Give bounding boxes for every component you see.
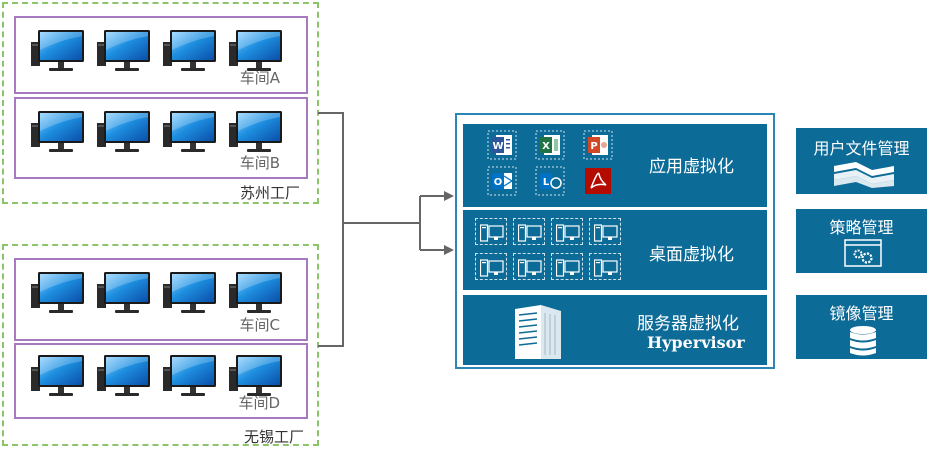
workshop-label: 车间C	[239, 316, 280, 334]
hypervisor-label: Hypervisor	[647, 333, 745, 352]
virtual-desktop-icon	[513, 218, 545, 245]
factory-label: 无锡工厂	[244, 428, 305, 446]
connector-top	[318, 112, 344, 347]
factory-suzhou: 车间A 车间B 苏州工厂	[2, 2, 319, 204]
virtual-desktop-icon	[551, 253, 583, 280]
svg-text:W: W	[492, 141, 503, 152]
pc-icon	[96, 353, 152, 399]
virtual-desktop-icon	[475, 218, 507, 245]
workshop-d: 车间D	[14, 343, 308, 419]
outlook-icon: O	[487, 166, 517, 196]
virtual-desktop-icon	[475, 253, 507, 280]
server-virtualization-title: 服务器虚拟化	[637, 314, 739, 334]
pc-icon	[162, 353, 218, 399]
svg-text:O: O	[494, 177, 503, 188]
mgmt-title: 用户文件管理	[813, 139, 910, 158]
factory-wuxi: 车间C 车间D 无锡工厂	[2, 244, 319, 446]
app-virtualization-layer: W X P O L 应用	[463, 124, 767, 207]
pc-icon	[30, 28, 86, 74]
lync-icon: L	[535, 166, 565, 196]
pc-icon	[96, 109, 152, 155]
mgmt-title: 策略管理	[829, 218, 894, 237]
virtualization-panel: W X P O L 应用	[455, 113, 775, 369]
word-icon: W	[487, 130, 517, 160]
pc-icon	[162, 270, 218, 316]
image-management-box: 镜像管理	[796, 295, 927, 359]
workshop-b: 车间B	[14, 97, 308, 179]
pc-icon	[228, 270, 284, 316]
policy-management-box: 策略管理	[796, 209, 927, 273]
virtual-desktop-icon	[589, 253, 621, 280]
workshop-label: 车间B	[239, 154, 280, 172]
pc-icon	[162, 109, 218, 155]
pc-icon	[30, 270, 86, 316]
mgmt-title: 镜像管理	[829, 304, 894, 323]
workshop-a: 车间A	[14, 16, 308, 94]
svg-text:X: X	[542, 141, 550, 152]
workshop-label: 车间D	[238, 394, 280, 412]
server-virtualization-layer: 服务器虚拟化 Hypervisor	[463, 295, 767, 365]
arrow-head	[444, 245, 454, 255]
pc-icon	[30, 353, 86, 399]
pc-icon	[96, 28, 152, 74]
arrow-head	[444, 191, 454, 201]
acrobat-icon	[585, 168, 611, 194]
workshop-label: 车间A	[239, 69, 280, 87]
database-icon	[850, 326, 876, 356]
virtual-desktop-icon	[513, 253, 545, 280]
svg-text:P: P	[590, 141, 597, 152]
policy-settings-icon	[844, 239, 882, 267]
user-file-management-box: 用户文件管理	[796, 128, 927, 194]
workshop-c: 车间C	[14, 258, 308, 341]
desktop-virtualization-title: 桌面虚拟化	[649, 245, 734, 265]
powerpoint-icon: P	[583, 130, 613, 160]
excel-icon: X	[535, 130, 565, 160]
pc-icon	[30, 109, 86, 155]
server-icon	[515, 305, 561, 359]
factory-label: 苏州工厂	[240, 184, 301, 202]
user-files-icon	[834, 162, 894, 188]
virtual-desktop-icon	[589, 218, 621, 245]
svg-text:L: L	[543, 177, 550, 188]
pc-icon	[96, 270, 152, 316]
desktop-virtualization-layer: 桌面虚拟化	[463, 210, 767, 290]
virtual-desktop-icon	[551, 218, 583, 245]
app-virtualization-title: 应用虚拟化	[649, 157, 734, 177]
pc-icon	[162, 28, 218, 74]
pc-icon	[228, 109, 284, 155]
